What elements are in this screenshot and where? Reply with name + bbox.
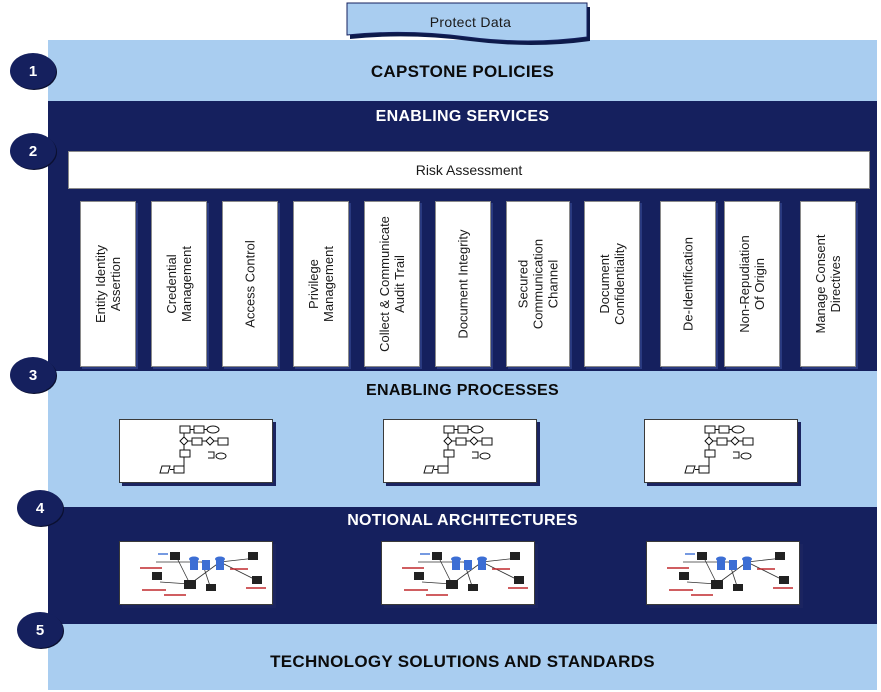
service-document-integrity: Document Integrity: [435, 201, 491, 367]
service-audit-trail: Collect & Communicate Audit Trail: [364, 201, 420, 367]
banner-label: Protect Data: [429, 14, 512, 30]
architecture-diagram-2: [381, 541, 535, 605]
flowchart-icon: [684, 425, 754, 474]
service-label: Privilege Management: [306, 246, 336, 322]
service-label: Non-Repudiation Of Origin: [737, 235, 767, 333]
enabling-services-title: ENABLING SERVICES: [375, 108, 550, 125]
service-non-repudiation-of-origin: Non-Repudiation Of Origin: [724, 201, 780, 367]
service-secured-communication-channel: Secured Communication Channel: [506, 201, 570, 367]
process-diagram-2: [383, 419, 537, 483]
service-privilege-management: Privilege Management: [293, 201, 349, 367]
layer-number-2: 2: [10, 133, 56, 169]
service-label: Manage Consent Directives: [813, 234, 843, 334]
architecture-diagram-3: [646, 541, 800, 605]
service-de-identification: De-Identification: [660, 201, 716, 367]
capstone-policies-band: CAPSTONE POLICIES: [48, 40, 877, 101]
service-label: Secured Communication Channel: [515, 238, 561, 330]
technology-solutions-band: TECHNOLOGY SOLUTIONS AND STANDARDS: [48, 624, 877, 690]
service-entity-identity-assertion: Entity Identity Assertion: [80, 201, 136, 367]
flowchart-icon: [423, 425, 493, 474]
risk-assessment-label: Risk Assessment: [415, 162, 523, 178]
layer-number-5: 5: [17, 612, 63, 648]
service-label: De-Identification: [680, 237, 696, 331]
process-diagram-3: [644, 419, 798, 483]
service-label: Document Confidentiality: [597, 243, 627, 325]
enabling-processes-title: ENABLING PROCESSES: [366, 382, 559, 399]
network-diagram-icon: [667, 552, 793, 596]
service-manage-consent-directives: Manage Consent Directives: [800, 201, 856, 367]
architecture-diagram-1: [119, 541, 273, 605]
flowchart-icon: [159, 425, 229, 474]
technology-solutions-title: TECHNOLOGY SOLUTIONS AND STANDARDS: [270, 652, 655, 671]
layer-number-4: 4: [17, 490, 63, 526]
layer-number-3: 3: [10, 357, 56, 393]
process-diagram-1: [119, 419, 273, 483]
protect-data-banner: Protect Data: [344, 0, 597, 46]
layer-number-1: 1: [10, 53, 56, 89]
notional-architectures-title: NOTIONAL ARCHITECTURES: [347, 512, 578, 529]
service-access-control: Access Control: [222, 201, 278, 367]
service-label: Entity Identity Assertion: [93, 244, 123, 324]
network-diagram-icon: [140, 552, 266, 596]
service-document-confidentiality: Document Confidentiality: [584, 201, 640, 367]
capstone-policies-title: CAPSTONE POLICIES: [370, 62, 555, 81]
service-credential-management: Credential Management: [151, 201, 207, 367]
service-label: Document Integrity: [455, 229, 471, 339]
service-label: Credential Management: [164, 246, 194, 322]
network-diagram-icon: [402, 552, 528, 596]
banner-shape: [346, 2, 590, 45]
service-label: Collect & Communicate Audit Trail: [377, 216, 407, 352]
service-label: Access Control: [242, 240, 258, 328]
risk-assessment-box: Risk Assessment: [68, 151, 870, 189]
